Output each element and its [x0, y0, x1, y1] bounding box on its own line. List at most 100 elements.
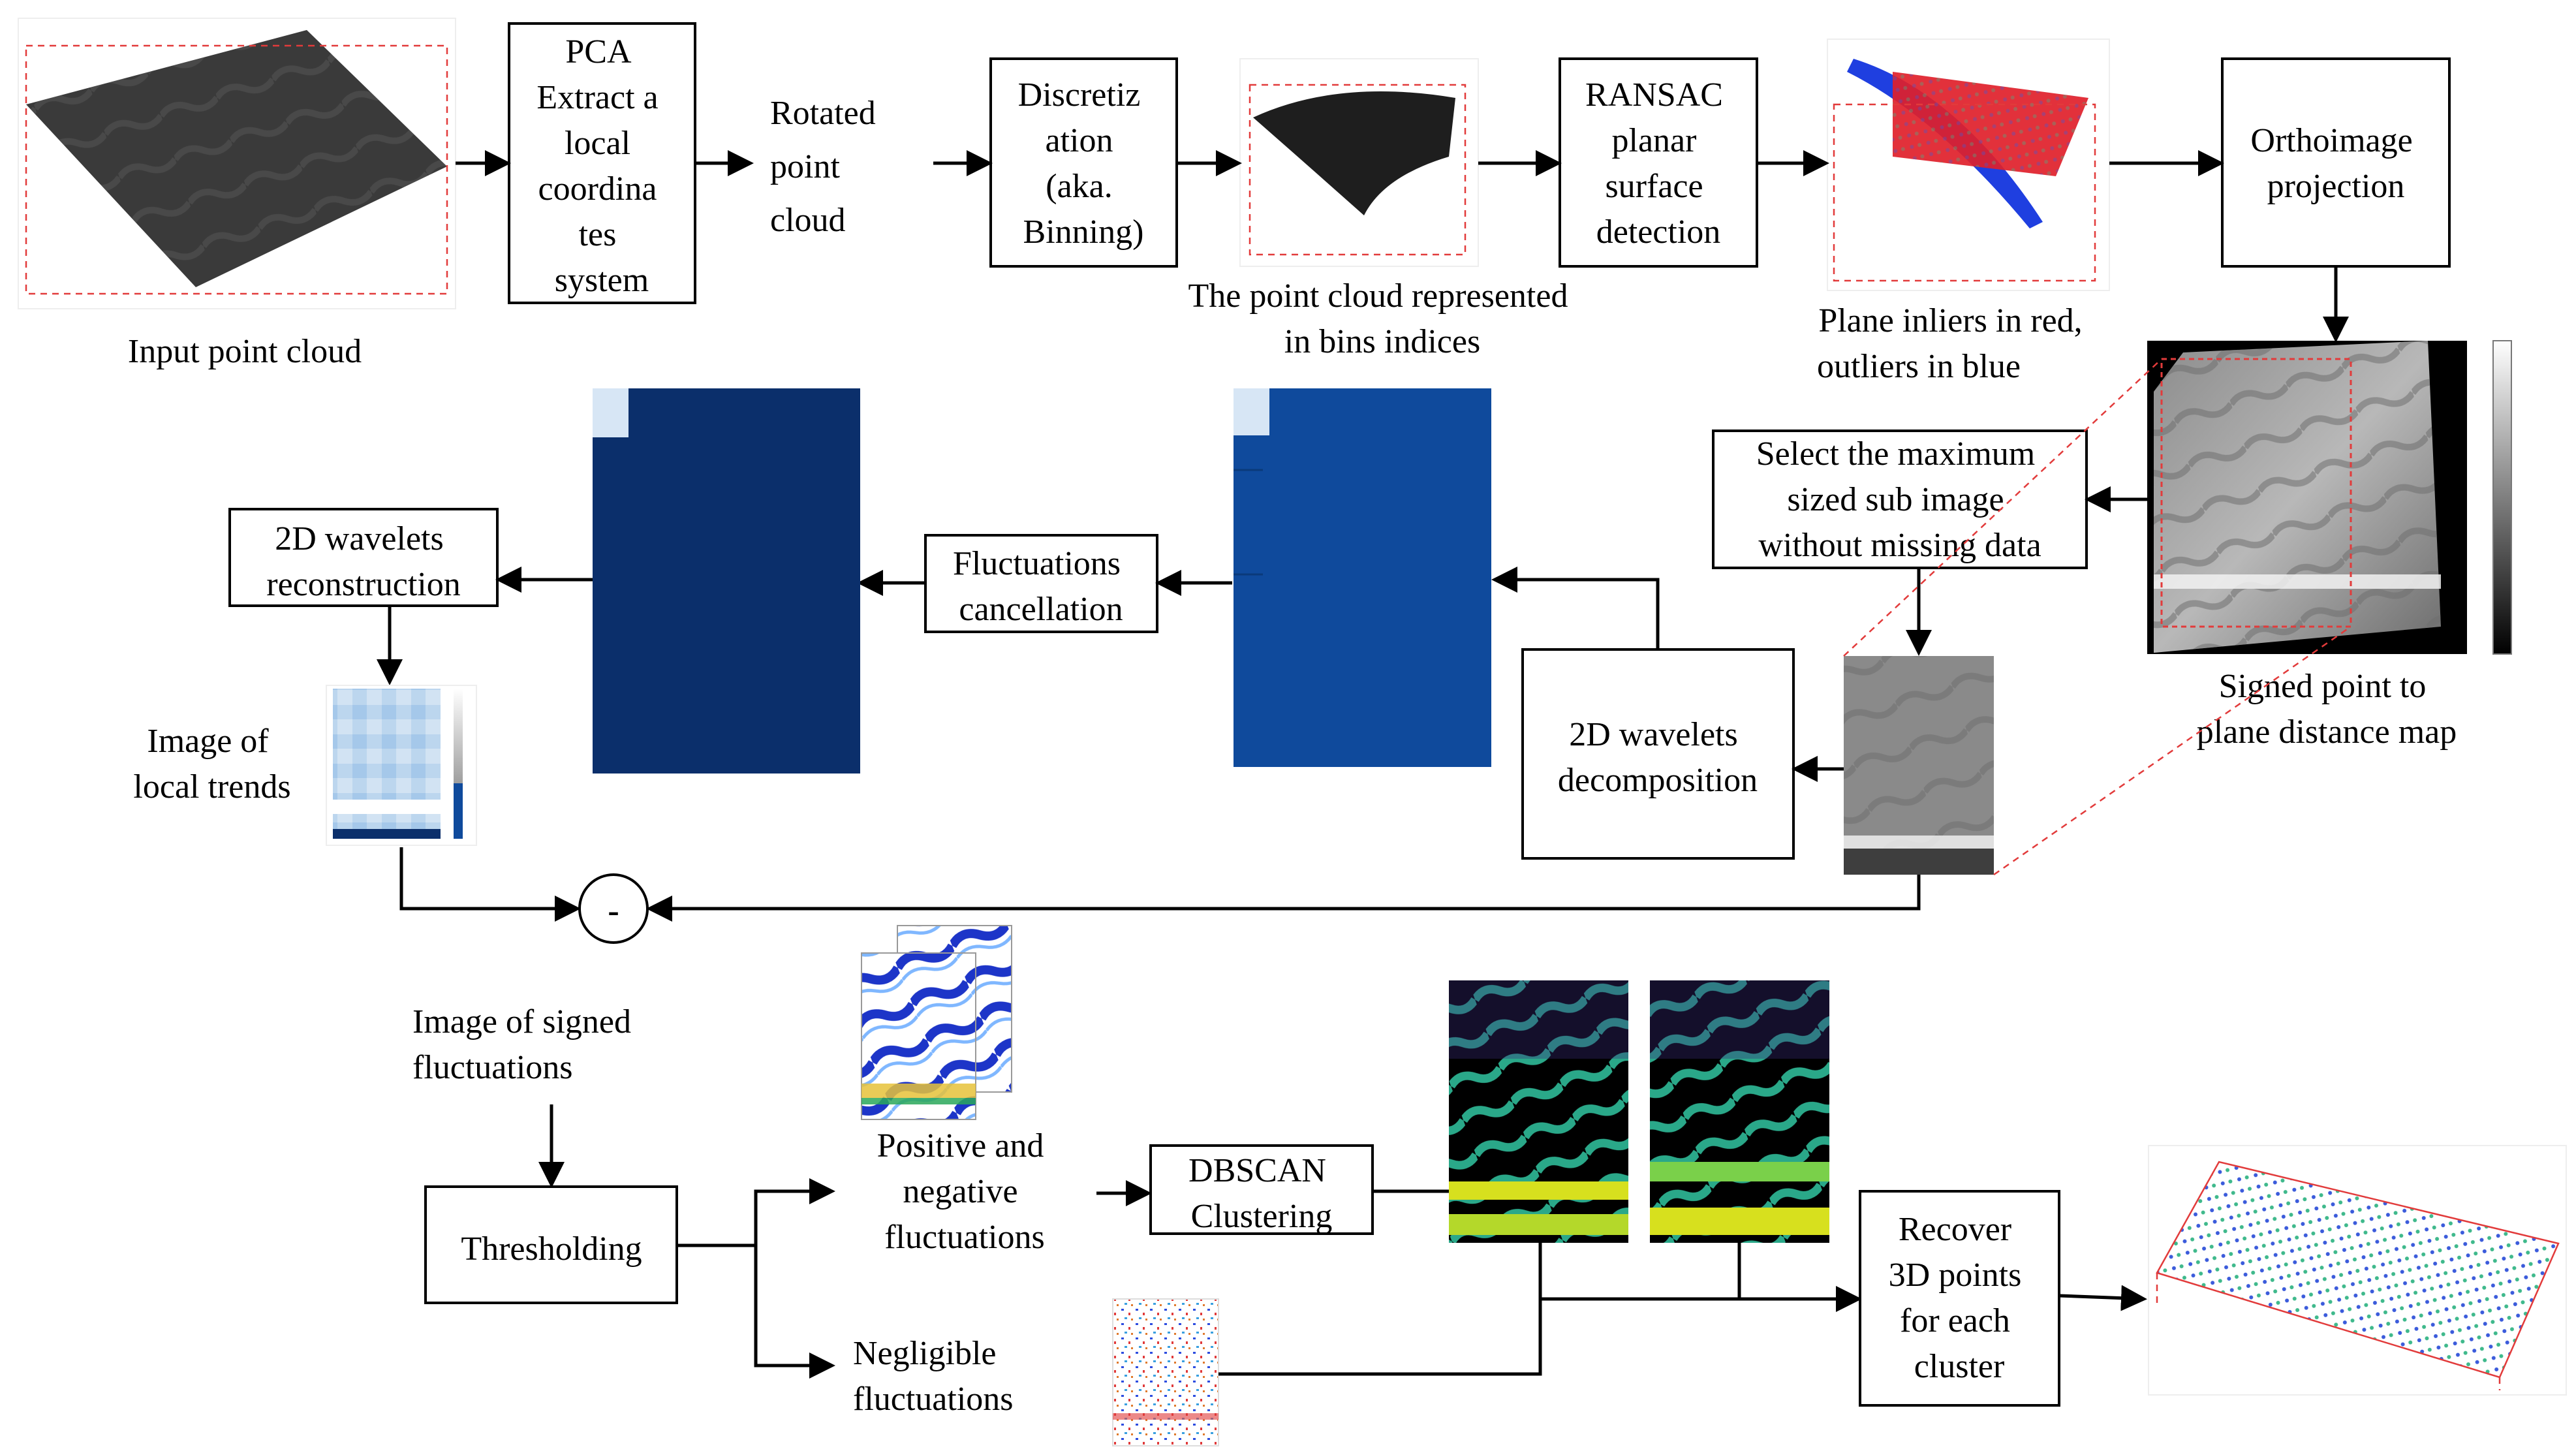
select-subimage-line: Select the maximum: [1756, 435, 2035, 473]
pca-label: PCA Extract a local coordina tes system: [536, 33, 666, 299]
ransac-result-image: [1827, 39, 2110, 291]
discretization-box: [989, 57, 1178, 268]
discretization-line: ation: [1046, 122, 1113, 159]
local-trends-image: [326, 685, 477, 846]
negligible-fluctuations-image: [1112, 1298, 1219, 1446]
fluctuations-cancellation-box: [924, 534, 1158, 633]
pca-line: coordina: [538, 170, 657, 208]
wavelet-decomposition-box: [1521, 648, 1795, 860]
wavelet-reconstruction-line: 2D wavelets: [275, 520, 443, 557]
pca-line: Extract a: [536, 79, 658, 116]
ransac-caption-line: outliers in blue: [1817, 348, 2021, 385]
ransac-label: RANSAC planar surface detection: [1585, 76, 1731, 251]
input-cloud-label: Input point cloud: [128, 333, 362, 370]
recover-box: [1859, 1190, 2060, 1407]
wavelet-reconstruction-line: reconstruction: [266, 566, 460, 603]
sub-image: [1844, 656, 1994, 875]
ransac-caption-line: Plane inliers in red,: [1818, 302, 2082, 339]
zoom-line-top: [1843, 358, 2162, 657]
wavelet-decomposition-label: 2D wavelets decomposition: [1558, 716, 1758, 799]
arrow-decomposition-to-detail: [1491, 567, 1660, 649]
input-point-cloud-image: [18, 18, 456, 309]
distance-caption-line: Signed point to: [2219, 668, 2427, 705]
thresholding-label: Thresholding: [461, 1230, 642, 1268]
orthoimage-line: Orthoimage: [2250, 122, 2412, 159]
wavelet-reconstruction-box: [228, 508, 499, 607]
discretization-label: Discretiz ation (aka. Binning): [1018, 76, 1149, 251]
ransac-caption: Plane inliers in red, outliers in blue: [1817, 302, 2091, 385]
binned-cloud-caption: The point cloud represented in bins indi…: [1188, 277, 1577, 360]
wavelet-decomposition-line: 2D wavelets: [1569, 716, 1737, 753]
orthoimage-label: Orthoimage projection: [2250, 122, 2421, 205]
distance-colorbar: [2492, 340, 2512, 655]
arrow-subimage-to-minus: [646, 875, 1921, 922]
fluctuations-cancellation-line: cancellation: [959, 591, 1123, 628]
arrow-recover-to-output: [2058, 1285, 2147, 1311]
pos-neg-line: fluctuations: [884, 1219, 1045, 1256]
negligible-label: Negligible fluctuations: [853, 1335, 1014, 1418]
rotated-line: Rotated: [770, 95, 876, 132]
signed-fluctuations-line: Image of signed: [412, 1003, 631, 1040]
fluctuations-cancellation-line: Fluctuations: [953, 545, 1121, 582]
ransac-line: surface: [1605, 168, 1703, 205]
arrow-negligible-to-merge: [1218, 1299, 1542, 1376]
wavelet-decomposition-line: decomposition: [1558, 762, 1758, 799]
distance-caption-line: plane distance map: [2197, 713, 2457, 751]
zoom-line-bottom: [1993, 625, 2351, 876]
ransac-line: RANSAC: [1585, 76, 1723, 114]
distance-map-caption: Signed point to plane distance map: [2197, 668, 2457, 751]
ransac-box: [1559, 57, 1758, 268]
minus-node: [578, 873, 649, 944]
negligible-line: fluctuations: [853, 1381, 1014, 1418]
distance-map-image: [2147, 340, 2512, 655]
pos-neg-line: Positive and: [877, 1127, 1044, 1164]
select-subimage-line: sized sub image: [1787, 481, 2004, 518]
local-trends-label: Image of local trends: [133, 723, 290, 805]
pca-line: tes: [579, 216, 617, 253]
signed-fluctuations-line: fluctuations: [412, 1049, 573, 1086]
signed-fluctuations-label: Image of signed fluctuations: [412, 1003, 640, 1086]
recover-line: cluster: [1914, 1348, 2005, 1385]
pos-neg-line: negative: [903, 1173, 1017, 1210]
output-clusters-image: [2148, 1145, 2567, 1396]
wavelet-reconstruction-label: 2D wavelets reconstruction: [266, 520, 460, 603]
discretization-line: Binning): [1023, 213, 1144, 251]
cluster-image-positive: [1449, 980, 1628, 1243]
binned-caption-line: The point cloud represented: [1188, 277, 1568, 315]
dbscan-label: DBSCAN Clustering: [1188, 1152, 1335, 1235]
recover-line: Recover: [1899, 1211, 2011, 1248]
ransac-line: detection: [1596, 213, 1721, 251]
wavelet-coefficients-image: [1234, 388, 1491, 767]
orthoimage-line: projection: [2267, 168, 2405, 205]
minus-sign: -: [608, 892, 619, 930]
recover-line: for each: [1900, 1302, 2010, 1339]
binned-point-cloud-image: [1239, 58, 1479, 267]
pca-line: local: [565, 125, 630, 162]
rotated-cloud-label: Rotated point cloud: [770, 95, 884, 239]
discretization-line: (aka.: [1046, 168, 1112, 205]
recover-line: 3D points: [1889, 1257, 2022, 1294]
pca-line: PCA: [565, 33, 632, 70]
local-trends-line: local trends: [133, 768, 290, 805]
pos-neg-fluctuation-images: [861, 925, 1012, 1120]
binned-caption-line: in bins indices: [1284, 323, 1480, 360]
cancelled-coefficients-image: [593, 388, 860, 773]
dbscan-line: Clustering: [1191, 1198, 1333, 1235]
discretization-line: Discretiz: [1018, 76, 1141, 114]
thresholding-box: [424, 1185, 678, 1304]
ransac-line: planar: [1612, 122, 1697, 159]
fluctuations-cancellation-label: Fluctuations cancellation: [953, 545, 1129, 628]
select-subimage-box: [1712, 430, 2088, 569]
negligible-line: Negligible: [853, 1335, 997, 1372]
arrow-trends-to-minus: [399, 847, 581, 922]
select-subimage-label: Select the maximum sized sub image witho…: [1756, 435, 2043, 564]
pos-neg-label: Positive and negative fluctuations: [877, 1127, 1053, 1256]
local-trends-line: Image of: [147, 723, 269, 760]
recover-label: Recover 3D points for each cluster: [1889, 1211, 2030, 1385]
arrow-to-pos-neg: [754, 1178, 835, 1245]
dbscan-line: DBSCAN: [1188, 1152, 1326, 1189]
cluster-image-negative: [1650, 980, 1829, 1243]
pca-line: system: [555, 262, 649, 299]
arrow-to-negligible: [754, 1245, 835, 1379]
